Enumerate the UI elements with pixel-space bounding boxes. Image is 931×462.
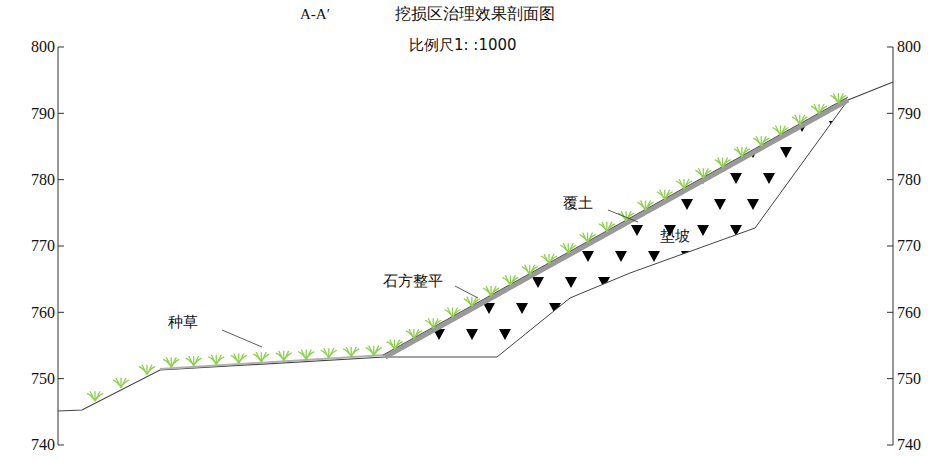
axis-label: 770 xyxy=(31,237,55,255)
scale-label: 比例尺1: :1000 xyxy=(409,37,517,54)
callout-label: 垫坡 xyxy=(660,228,690,245)
axis-label: 800 xyxy=(31,38,55,56)
callout-label: 种草 xyxy=(168,314,198,331)
axis-label: 800 xyxy=(897,38,921,56)
axis-label: 790 xyxy=(31,105,55,123)
slope-line xyxy=(383,97,848,355)
axis-label: 740 xyxy=(31,436,55,454)
axis-label: 740 xyxy=(897,436,921,454)
axis-label: 780 xyxy=(897,171,921,189)
ground-line xyxy=(848,82,893,100)
frame xyxy=(58,47,893,445)
grass xyxy=(87,93,846,401)
axis-label: 760 xyxy=(31,304,55,322)
axis-label: 750 xyxy=(897,370,921,388)
callout-label: 覆土 xyxy=(563,195,593,212)
axis-label: 790 xyxy=(897,105,921,123)
soil-cover xyxy=(160,355,385,369)
axis-label: 770 xyxy=(897,237,921,255)
axis-label: 780 xyxy=(31,171,55,189)
section-name: A-A′ xyxy=(300,6,330,23)
leader-line xyxy=(222,210,638,347)
callout-label: 石方整平 xyxy=(383,273,443,290)
diagram-title: 挖损区治理效果剖面图 xyxy=(395,5,555,23)
soil-cover xyxy=(385,100,848,357)
axis-label: 760 xyxy=(897,304,921,322)
axis-label: 750 xyxy=(31,370,55,388)
fill-boundary xyxy=(385,100,848,357)
